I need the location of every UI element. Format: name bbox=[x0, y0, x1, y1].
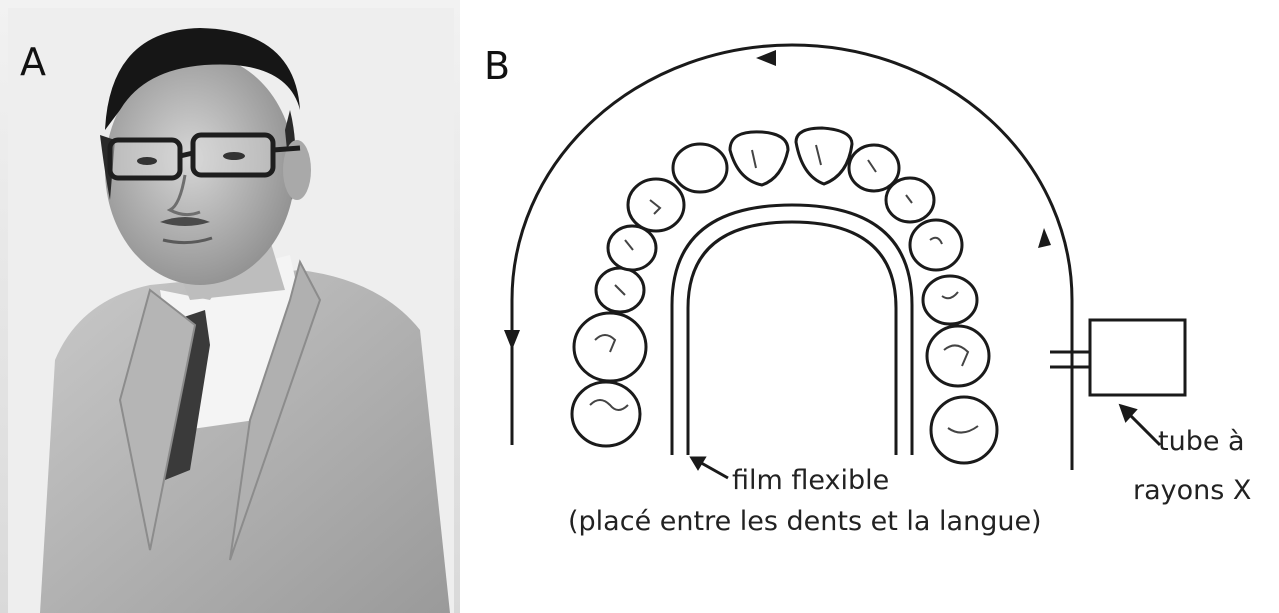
portrait-photo bbox=[0, 0, 460, 613]
xray-tube bbox=[1090, 320, 1185, 395]
panel-a-label: A bbox=[20, 40, 46, 84]
teeth bbox=[572, 128, 997, 463]
panel-b: B film flexible (placé entre les dents e… bbox=[460, 0, 1279, 613]
film-outer-line bbox=[672, 205, 912, 455]
panel-b-label: B bbox=[484, 44, 510, 88]
film-sublabel: (placé entre les dents et la langue) bbox=[568, 506, 1042, 537]
film-inner-line bbox=[688, 222, 896, 455]
tube-pointer-arrow-icon bbox=[1121, 406, 1160, 445]
film-pointer-arrow-icon bbox=[692, 458, 728, 478]
film-label: film flexible bbox=[732, 465, 889, 496]
arc-arrow-right-icon bbox=[1038, 228, 1051, 248]
arc-arrow-left-icon bbox=[504, 330, 520, 350]
panel-a: A bbox=[0, 0, 460, 613]
tube-label-line2: rayons X bbox=[1133, 475, 1251, 506]
tube-label-line1: tube à bbox=[1158, 426, 1245, 457]
arc-arrow-top-icon bbox=[756, 50, 776, 66]
